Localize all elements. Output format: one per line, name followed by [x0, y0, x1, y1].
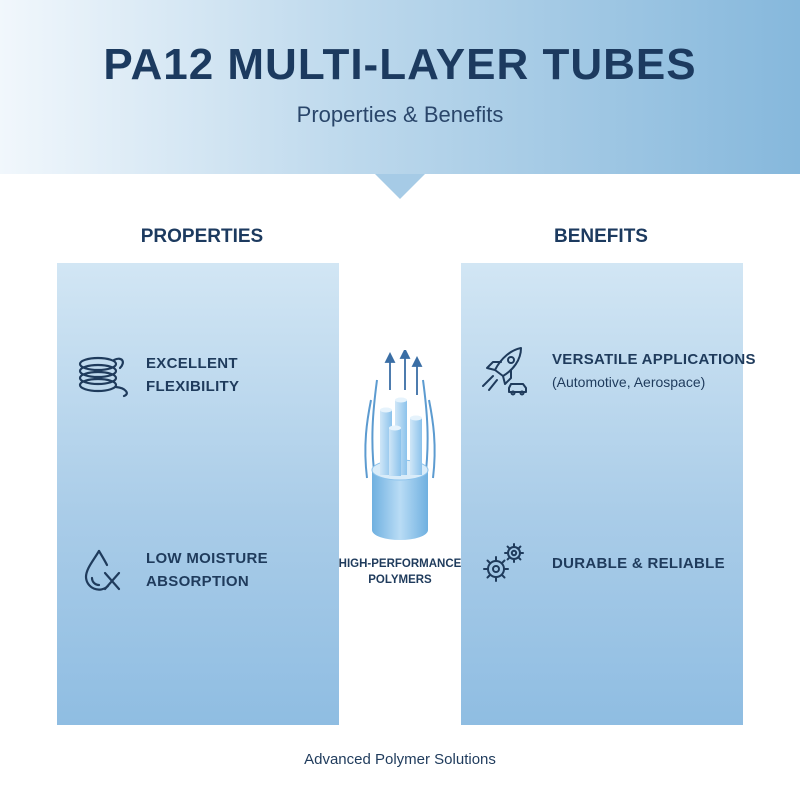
property-label-line2: FLEXIBILITY [146, 378, 240, 395]
benefit-label-line1: DURABLE & RELIABLE [552, 554, 725, 572]
property-label-line1: LOW MOISTURE [146, 550, 268, 567]
center-label-line1: HIGH-PERFORMANCE [338, 558, 462, 570]
benefits-heading: BENEFITS [554, 226, 648, 247]
benefits-panel [461, 263, 743, 725]
property-label-line1: EXCELLENT [146, 355, 238, 372]
header-banner: PA12 MULTI-LAYER TUBES Properties & Bene… [0, 0, 800, 174]
coiled-tube-icon [72, 350, 132, 400]
multi-layer-tube-icon [355, 347, 445, 550]
property-item-moisture: LOW MOISTURE ABSORPTION [72, 545, 268, 595]
center-label-line2: POLYMERS [368, 574, 432, 586]
page-subtitle: Properties & Benefits [296, 102, 504, 127]
water-drop-x-icon [72, 545, 132, 595]
rocket-car-icon [474, 345, 534, 396]
benefit-label-line2: (Automotive, Aerospace) [552, 373, 706, 390]
properties-panel [57, 263, 339, 725]
benefit-label-line1: VERSATILE APPLICATIONS [552, 350, 756, 368]
properties-heading: PROPERTIES [140, 226, 264, 247]
property-item-flexibility: EXCELLENT FLEXIBILITY [72, 350, 239, 400]
header-pointer [375, 174, 425, 199]
center-label: HIGH-PERFORMANCE POLYMERS [330, 556, 470, 588]
gears-icon [474, 538, 534, 588]
page-title: PA12 MULTI-LAYER TUBES [103, 40, 697, 89]
property-label-line2: ABSORPTION [146, 573, 250, 590]
benefit-item-durable: DURABLE & RELIABLE [474, 538, 725, 588]
footer-text: Advanced Polymer Solutions [304, 751, 496, 768]
benefit-item-applications: VERSATILE APPLICATIONS (Automotive, Aero… [474, 345, 756, 396]
